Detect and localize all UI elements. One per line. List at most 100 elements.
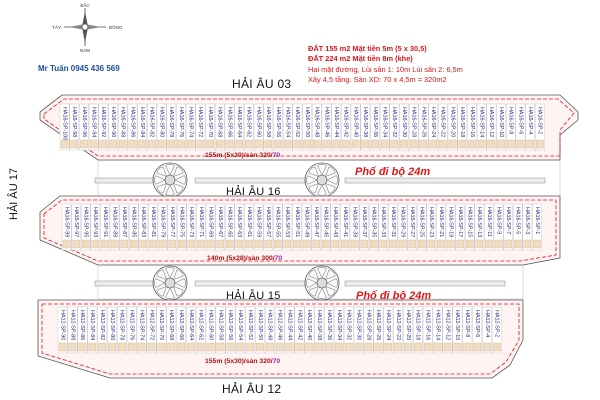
- lot-parcel[interactable]: [383, 306, 394, 354]
- lot-parcel[interactable]: [156, 103, 167, 151]
- lot-parcel[interactable]: [331, 103, 342, 151]
- lot-parcel[interactable]: [214, 103, 225, 151]
- lot-parcel[interactable]: [88, 103, 99, 151]
- lot-parcel[interactable]: [388, 203, 398, 251]
- lot-parcel[interactable]: [525, 103, 535, 151]
- lot-parcel[interactable]: [282, 103, 293, 151]
- lot-parcel[interactable]: [119, 203, 129, 251]
- lot-parcel[interactable]: [334, 306, 344, 354]
- lot-parcel[interactable]: [195, 103, 206, 151]
- lot-parcel[interactable]: [79, 103, 89, 151]
- lot-parcel[interactable]: [195, 306, 206, 354]
- lot-parcel[interactable]: [432, 306, 443, 354]
- lot-parcel[interactable]: [370, 103, 380, 151]
- lot-parcel[interactable]: [522, 203, 533, 251]
- lot-parcel[interactable]: [234, 203, 245, 251]
- lot-parcel[interactable]: [397, 203, 408, 251]
- lot-parcel[interactable]: [244, 103, 254, 151]
- lot-parcel[interactable]: [472, 306, 482, 354]
- lot-parcel[interactable]: [302, 103, 312, 151]
- lot-parcel[interactable]: [97, 306, 108, 354]
- lot-parcel[interactable]: [311, 203, 321, 251]
- lot-parcel[interactable]: [205, 203, 216, 251]
- lot-parcel[interactable]: [294, 306, 305, 354]
- lot-parcel[interactable]: [205, 306, 216, 354]
- lot-parcel[interactable]: [389, 103, 400, 151]
- lot-parcel[interactable]: [117, 103, 128, 151]
- lot-parcel[interactable]: [263, 103, 274, 151]
- lot-parcel[interactable]: [447, 103, 458, 151]
- lot-parcel[interactable]: [403, 306, 413, 354]
- lot-parcel[interactable]: [108, 103, 118, 151]
- lot-parcel[interactable]: [379, 103, 390, 151]
- lot-parcel[interactable]: [438, 103, 448, 151]
- lot-parcel[interactable]: [186, 306, 196, 354]
- lot-parcel[interactable]: [215, 306, 226, 354]
- lot-parcel[interactable]: [353, 306, 364, 354]
- lot-parcel[interactable]: [156, 306, 167, 354]
- lot-parcel[interactable]: [265, 306, 275, 354]
- lot-parcel[interactable]: [503, 203, 513, 251]
- lot-parcel[interactable]: [292, 103, 303, 151]
- lot-parcel[interactable]: [166, 306, 177, 354]
- lot-parcel[interactable]: [321, 203, 331, 251]
- lot-parcel[interactable]: [148, 203, 158, 251]
- lot-parcel[interactable]: [506, 103, 516, 151]
- lot-parcel[interactable]: [87, 306, 98, 354]
- lot-parcel[interactable]: [253, 203, 264, 251]
- lot-parcel[interactable]: [136, 306, 147, 354]
- lot-parcel[interactable]: [452, 306, 463, 354]
- lot-parcel[interactable]: [245, 306, 256, 354]
- lot-parcel[interactable]: [292, 203, 302, 251]
- lot-parcel[interactable]: [186, 203, 197, 251]
- lot-parcel[interactable]: [513, 203, 523, 251]
- lot-parcel[interactable]: [127, 103, 138, 151]
- lot-parcel[interactable]: [442, 306, 453, 354]
- lot-parcel[interactable]: [321, 103, 332, 151]
- lot-parcel[interactable]: [116, 306, 127, 354]
- lot-parcel[interactable]: [426, 203, 437, 251]
- lot-parcel[interactable]: [457, 103, 468, 151]
- lot-parcel[interactable]: [515, 103, 526, 151]
- lot-parcel[interactable]: [59, 103, 70, 151]
- lot-parcel[interactable]: [274, 306, 285, 354]
- lot-parcel[interactable]: [176, 203, 187, 251]
- lot-parcel[interactable]: [224, 103, 235, 151]
- lot-parcel[interactable]: [422, 306, 433, 354]
- lot-parcel[interactable]: [373, 306, 384, 354]
- lot-parcel[interactable]: [157, 203, 168, 251]
- lot-parcel[interactable]: [413, 306, 423, 354]
- lot-parcel[interactable]: [393, 306, 404, 354]
- lot-parcel[interactable]: [417, 203, 427, 251]
- lot-parcel[interactable]: [57, 306, 68, 354]
- lot-parcel[interactable]: [166, 103, 177, 151]
- lot-parcel[interactable]: [80, 203, 91, 251]
- lot-parcel[interactable]: [69, 103, 80, 151]
- lot-parcel[interactable]: [436, 203, 446, 251]
- lot-parcel[interactable]: [407, 203, 417, 251]
- lot-parcel[interactable]: [273, 203, 283, 251]
- lot-parcel[interactable]: [235, 306, 246, 354]
- lot-parcel[interactable]: [224, 203, 235, 251]
- lot-parcel[interactable]: [126, 306, 137, 354]
- lot-parcel[interactable]: [486, 103, 497, 151]
- lot-parcel[interactable]: [234, 103, 245, 151]
- lot-parcel[interactable]: [330, 203, 341, 251]
- lot-parcel[interactable]: [273, 103, 283, 151]
- lot-parcel[interactable]: [476, 103, 487, 151]
- lot-parcel[interactable]: [255, 306, 265, 354]
- lot-parcel[interactable]: [474, 203, 485, 251]
- lot-parcel[interactable]: [100, 203, 110, 251]
- lot-parcel[interactable]: [176, 306, 186, 354]
- lot-parcel[interactable]: [284, 306, 295, 354]
- lot-parcel[interactable]: [349, 203, 360, 251]
- lot-parcel[interactable]: [314, 306, 325, 354]
- lot-parcel[interactable]: [128, 203, 139, 251]
- lot-parcel[interactable]: [109, 203, 120, 251]
- lot-parcel[interactable]: [409, 103, 419, 151]
- lot-parcel[interactable]: [369, 203, 379, 251]
- lot-parcel[interactable]: [67, 306, 78, 354]
- lot-parcel[interactable]: [428, 103, 439, 151]
- lot-parcel[interactable]: [176, 103, 186, 151]
- lot-parcel[interactable]: [445, 203, 456, 251]
